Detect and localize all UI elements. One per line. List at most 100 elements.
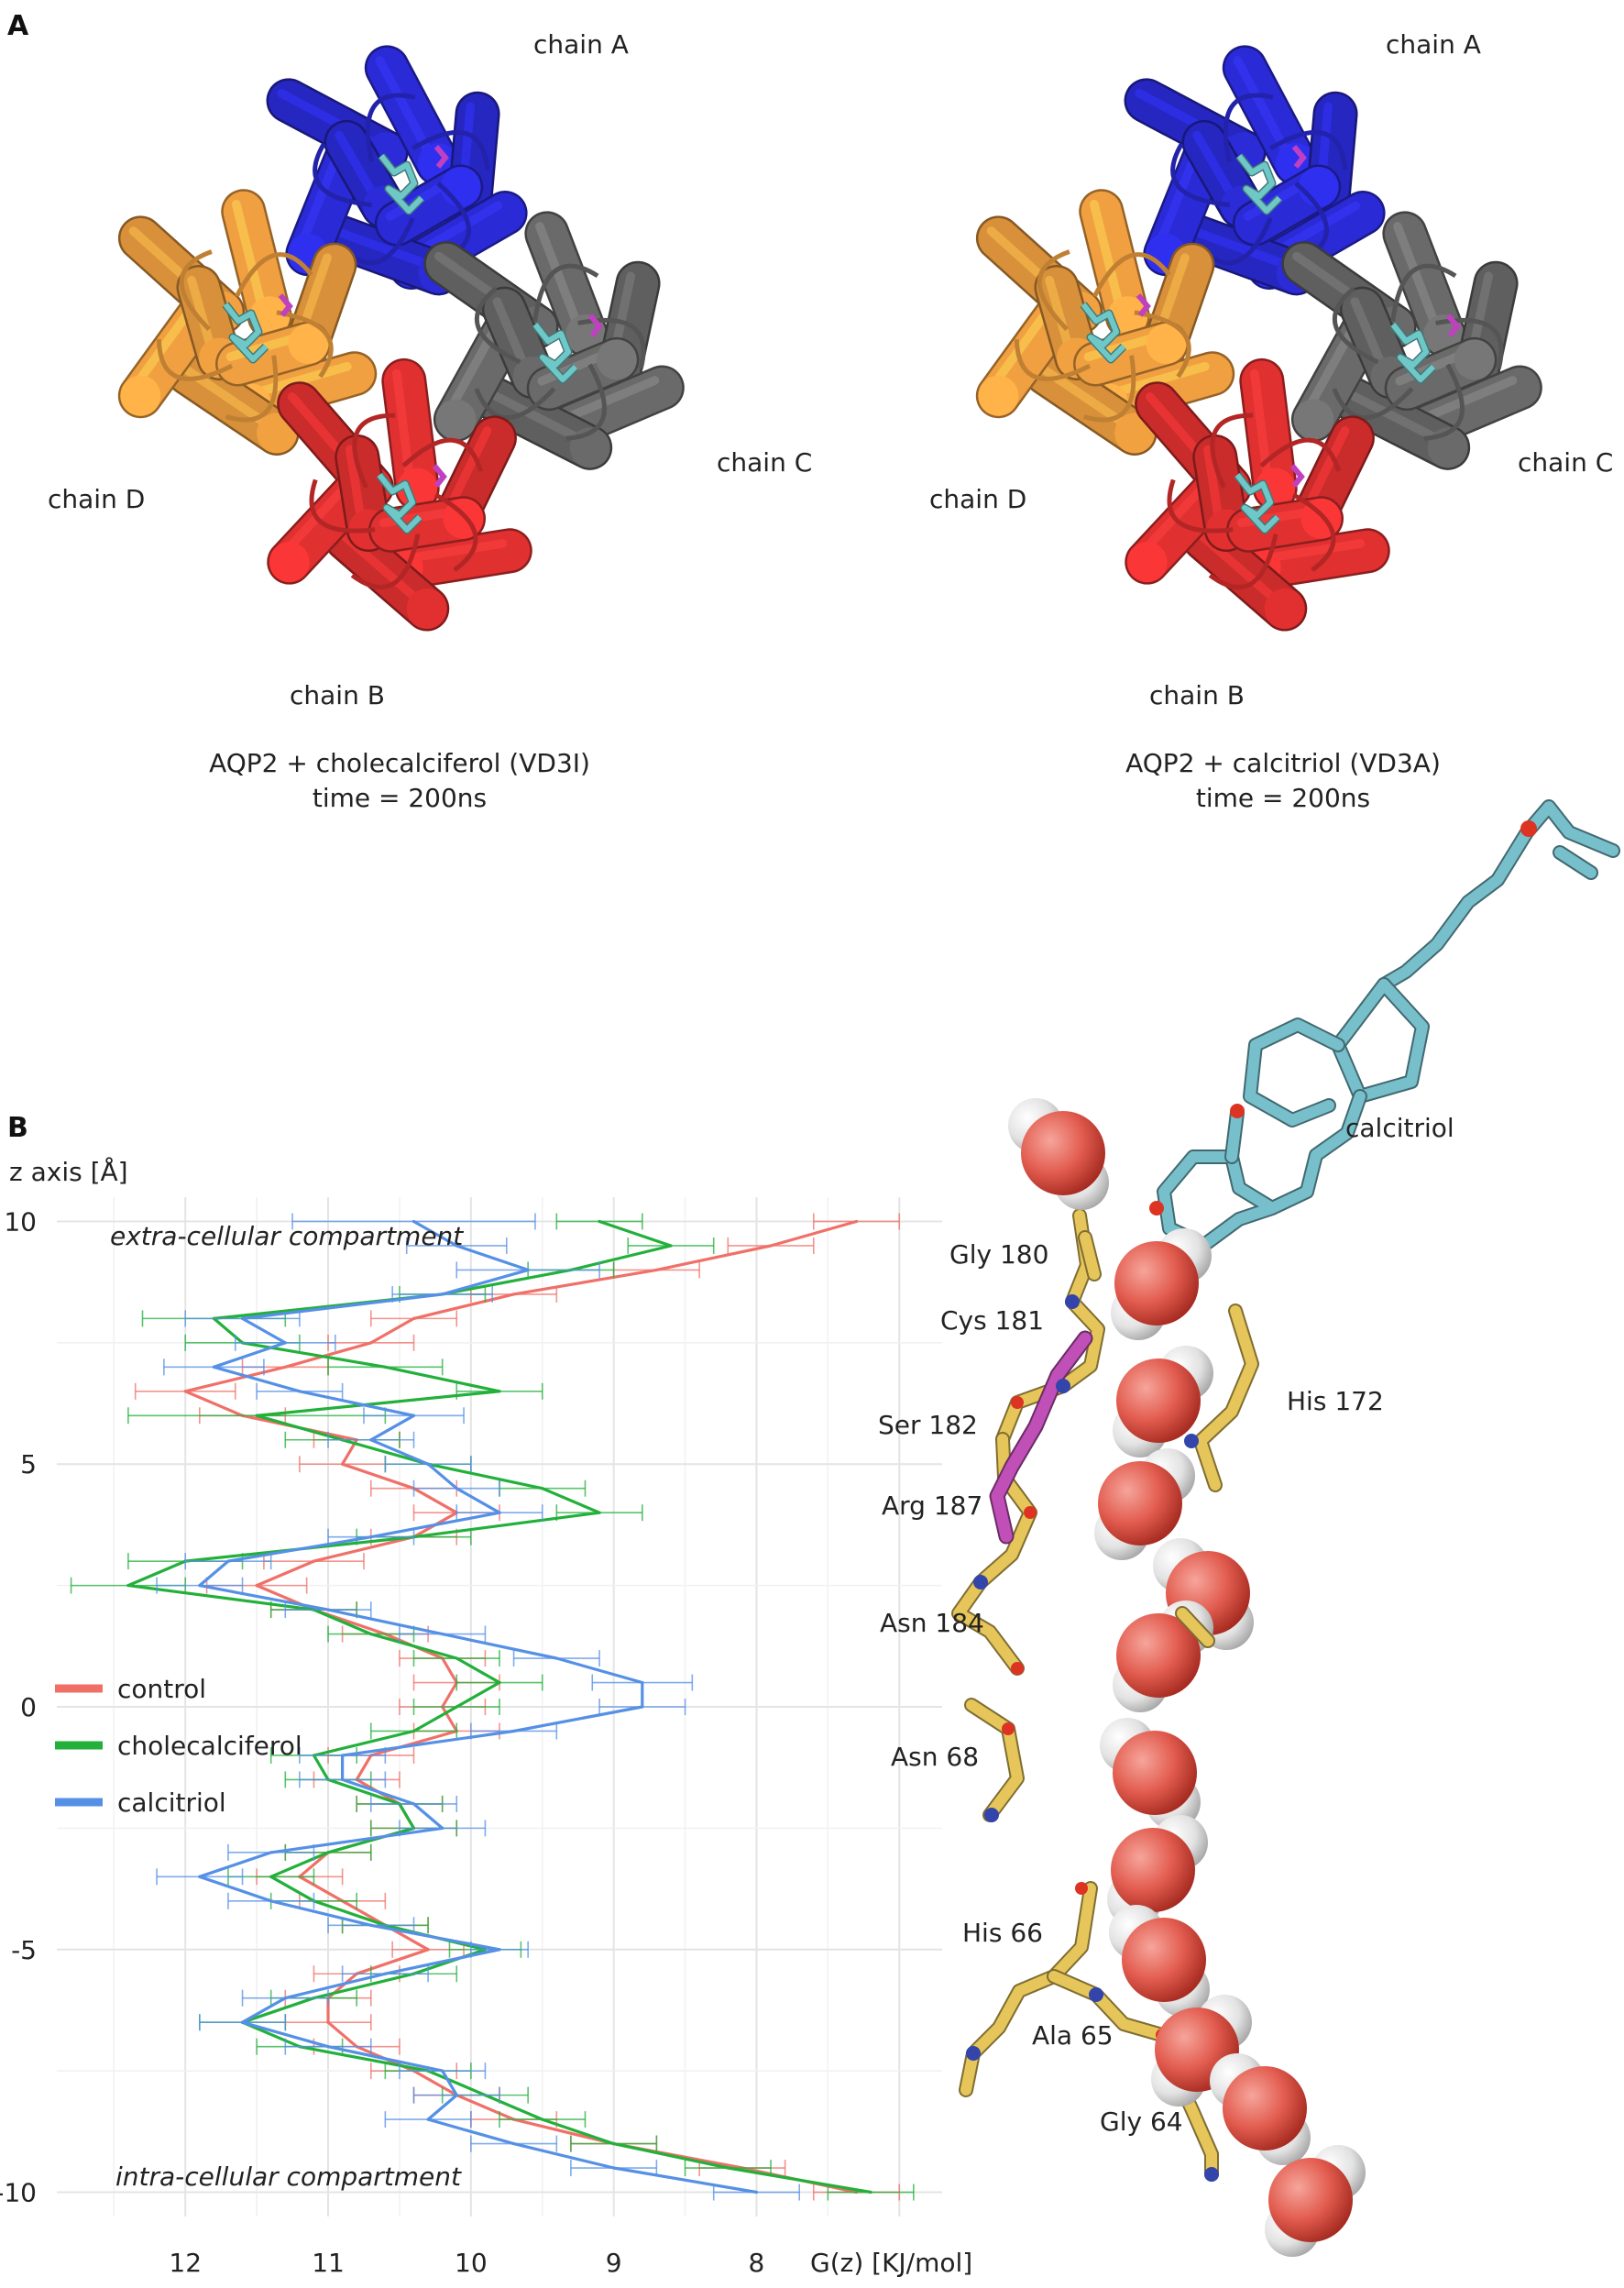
arginine-sticks — [1445, 314, 1461, 337]
residue-label-cys181: Cys 181 — [940, 1305, 1044, 1336]
helix-highlight — [326, 225, 436, 270]
data-point — [511, 2141, 516, 2146]
water-oxygen — [1116, 1358, 1201, 1443]
helix-cap — [269, 542, 310, 583]
asn68-sidechain — [966, 1700, 1023, 1820]
loop — [276, 310, 334, 379]
loop — [532, 263, 599, 323]
oxygen-atom — [1011, 1396, 1024, 1409]
water-oxygen — [1111, 1828, 1195, 1912]
helix-highlight — [483, 387, 587, 446]
water-oxygen — [1098, 1461, 1182, 1546]
loop — [1167, 478, 1234, 534]
data-point — [441, 1632, 444, 1636]
loop — [1332, 286, 1379, 365]
right-caption-line1: AQP2 + calcitriol (VD3A) — [1125, 748, 1441, 778]
residue-label-his66: His 66 — [962, 1918, 1043, 1948]
loop — [1332, 387, 1414, 421]
data-point — [541, 2118, 544, 2121]
data-point — [754, 2190, 759, 2194]
annotation-extracellular: extra-cellular compartment — [110, 1221, 464, 1251]
helix-highlight — [345, 445, 367, 527]
loop — [1170, 142, 1230, 207]
data-point — [641, 1705, 644, 1709]
data-point — [869, 2190, 872, 2194]
loop — [474, 387, 556, 421]
right-chain-a-label: chain A — [1386, 29, 1481, 60]
tetramer-right — [975, 45, 1542, 632]
data-point — [283, 1996, 287, 2000]
legend-label-calcitriol: calcitriol — [117, 1788, 226, 1818]
data-point — [269, 1851, 273, 1854]
data-point — [126, 1584, 130, 1588]
data-point — [240, 2020, 245, 2024]
loop — [1259, 437, 1342, 472]
data-point — [511, 1729, 516, 1733]
monomer — [266, 45, 528, 296]
data-point — [198, 1875, 202, 1878]
data-point — [455, 1487, 458, 1490]
loop — [352, 412, 396, 489]
data-point — [411, 1316, 416, 1320]
legend-label-cholecalciferol: cholecalciferol — [117, 1731, 302, 1761]
left-chain-a-label: chain A — [533, 29, 629, 60]
ligand-sticks — [1081, 302, 1126, 362]
data-point — [326, 2020, 330, 2024]
ligand-sticks — [1234, 473, 1280, 533]
y-tick-label: 10 — [4, 1206, 37, 1237]
data-point — [383, 1972, 387, 1975]
data-point — [441, 2069, 444, 2073]
helix-highlight — [335, 130, 380, 204]
data-point — [212, 1365, 215, 1369]
data-point — [554, 1656, 558, 1660]
data-point — [641, 1680, 644, 1685]
residue-label-arg187: Arg 187 — [882, 1490, 982, 1521]
right-chain-b-label: chain B — [1149, 680, 1245, 710]
helix-highlight — [231, 199, 268, 314]
ligand-ring-d — [1333, 979, 1428, 1102]
ligand-methylene — [1226, 1107, 1243, 1162]
monomer — [1124, 45, 1386, 296]
loop — [1014, 339, 1092, 381]
left-caption-line2: time = 200ns — [313, 783, 487, 813]
helix-cap — [1298, 167, 1339, 207]
ligand-methyl — [1554, 847, 1597, 878]
ligand-sticks — [1236, 154, 1282, 214]
helix-highlight — [1184, 225, 1294, 270]
loop — [1208, 534, 1278, 590]
residue-label-ala65: Ala 65 — [1032, 2020, 1114, 2051]
his172-sidechain — [1195, 1305, 1257, 1490]
helix-cap — [406, 588, 447, 630]
ligand-label: calcitriol — [1345, 1113, 1454, 1143]
x-tick-label: 10 — [455, 2248, 488, 2278]
data-point — [226, 1559, 230, 1563]
ligand-ring-a — [1158, 1091, 1366, 1250]
nitrogen-atom — [1204, 2167, 1219, 2182]
data-point — [255, 1414, 258, 1417]
x-tick-label: 9 — [606, 2248, 622, 2278]
loop — [1423, 363, 1465, 441]
nitrogen-atom — [1056, 1379, 1070, 1393]
helix-cap — [596, 339, 637, 380]
helix-cap — [120, 375, 161, 416]
helix-highlight — [375, 56, 435, 161]
monomer — [1281, 211, 1542, 470]
data-point — [198, 1584, 202, 1588]
loop — [401, 437, 484, 472]
loop — [474, 286, 521, 365]
helix-highlight — [1089, 199, 1125, 314]
helix-highlight — [492, 297, 531, 374]
loop — [1291, 492, 1336, 572]
loop — [313, 142, 372, 207]
loop — [350, 534, 421, 590]
water-oxygen — [1223, 2066, 1307, 2150]
helix-highlight — [1233, 56, 1293, 161]
ligand-sticks — [223, 302, 269, 362]
helix-highlight — [1202, 445, 1224, 527]
loop — [1269, 129, 1348, 170]
nitrogen-atom — [1065, 1294, 1080, 1309]
nitrogen-atom — [984, 1808, 999, 1822]
